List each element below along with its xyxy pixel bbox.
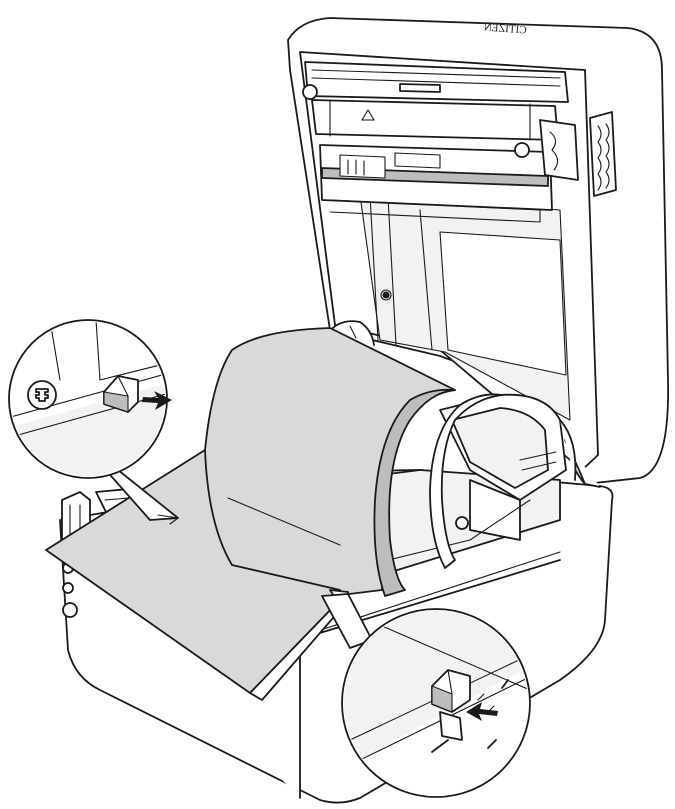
left-callout (8, 319, 179, 525)
bottom-right-callout (321, 593, 531, 798)
arrow-right-icon (142, 391, 172, 410)
arrow-left-icon (466, 702, 498, 721)
printer-lid: CITIZEN (287, 17, 669, 485)
brand-logo: CITIZEN (483, 22, 527, 37)
media-roll-area (45, 320, 577, 701)
